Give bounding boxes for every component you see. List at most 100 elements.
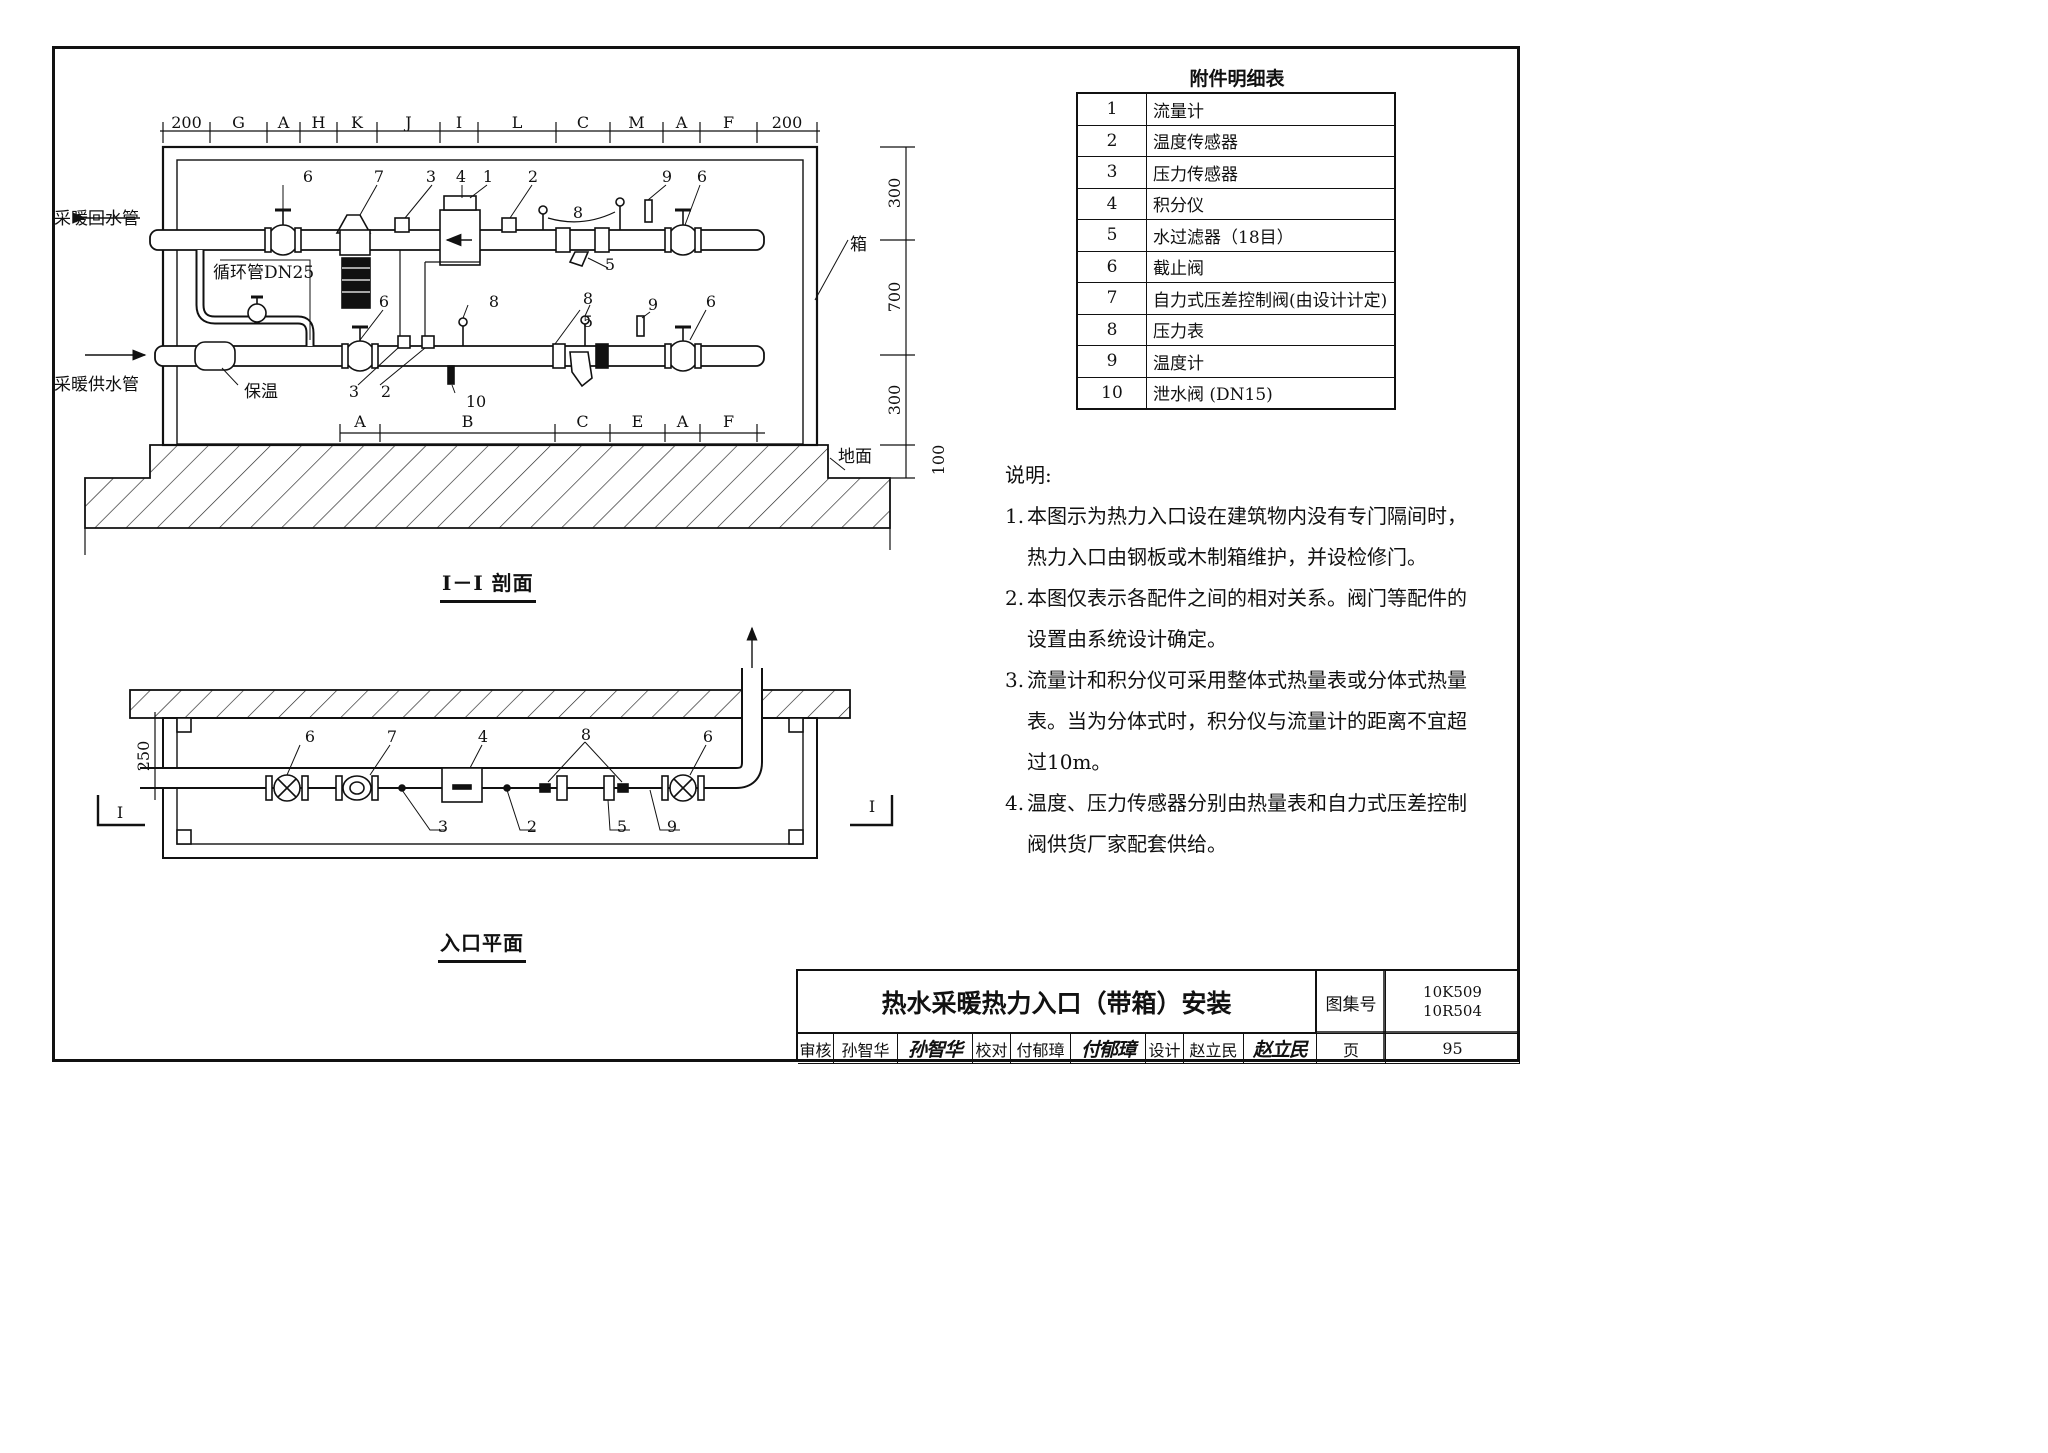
atlas-numbers: 10K509 10R504 xyxy=(1386,971,1520,1034)
callout: 8 xyxy=(581,725,591,744)
drawing-title: 热水采暖热力入口（带箱）安装 xyxy=(798,971,1317,1034)
page-label: 页 xyxy=(1317,1034,1386,1064)
plan-pipe xyxy=(140,668,761,787)
dimension-label: F xyxy=(723,412,734,431)
plan-view xyxy=(96,626,894,859)
parts-row-number: 1 xyxy=(1076,92,1147,126)
plan-filter-5-left xyxy=(556,775,568,801)
atlas-no-1: 10K509 xyxy=(1423,983,1482,1001)
dimension-label: A xyxy=(353,412,366,431)
section-mark-left-label: I xyxy=(117,803,123,822)
note-item: 1.本图示为热力入口设在建筑物内没有专门隔间时，热力入口由钢板或木制箱维护，并设… xyxy=(1005,496,1475,578)
pressure-sensor-3-lower xyxy=(397,335,411,349)
atlas-label: 图集号 xyxy=(1317,971,1386,1034)
insulation-label: 保温 xyxy=(244,382,278,402)
parts-table-title: 附件明细表 xyxy=(1189,68,1285,90)
dimension-label: B xyxy=(462,412,474,431)
parts-row-number: 7 xyxy=(1076,282,1147,315)
page-number: 95 xyxy=(1386,1034,1520,1064)
return-pipe-label: 采暖回水管 xyxy=(54,209,139,229)
parts-row-number: 2 xyxy=(1076,124,1147,157)
plan-dim-250: 250 xyxy=(134,741,153,772)
callout: 2 xyxy=(528,167,538,186)
temp-sensor-2-upper xyxy=(501,217,517,233)
drain-valve-10 xyxy=(447,365,455,385)
note-item: 4.温度、压力传感器分别由热量表和自力式压差控制阀供货厂家配套供给。 xyxy=(1005,783,1475,865)
dimension-label: G xyxy=(232,113,245,132)
dimension-label: A xyxy=(676,412,689,431)
note-text: 流量计和积分仪可采用整体式热量表或分体式热量表。当为分体式时，积分仪与流量计的距… xyxy=(1027,668,1467,774)
section-mark-right xyxy=(850,795,894,827)
callout: 1 xyxy=(483,167,493,186)
dimension-label: A xyxy=(675,113,688,132)
design-name: 赵立民 xyxy=(1184,1034,1244,1064)
title-block: 热水采暖热力入口（带箱）安装 图集号 10K509 10R504 审核 孙智华 … xyxy=(796,969,1520,1064)
plan-gauge-8-right xyxy=(617,783,629,793)
callout: 2 xyxy=(527,817,537,836)
right-dimension-labels: 300 700 300 100 xyxy=(885,178,948,476)
flowmeter-1 xyxy=(439,195,481,266)
filter-5-lower xyxy=(552,343,609,388)
callout: 6 xyxy=(706,292,716,311)
parts-row-name: 水过滤器（18目） xyxy=(1146,219,1396,252)
plan-texts: 250 I I 6 7 4 8 6 3 2 5 9 xyxy=(117,725,875,836)
parts-row-number: 9 xyxy=(1076,345,1147,378)
wall-slab xyxy=(129,689,851,719)
callout: 9 xyxy=(667,817,677,836)
callout: 7 xyxy=(374,167,384,186)
callout: 6 xyxy=(697,167,707,186)
note-text: 本图示为热力入口设在建筑物内没有专门隔间时，热力入口由钢板或木制箱维护，并设检修… xyxy=(1027,504,1467,569)
note-text: 本图仅表示各配件之间的相对关系。阀门等配件的设置由系统设计确定。 xyxy=(1027,586,1467,651)
parts-row-name: 截止阀 xyxy=(1146,250,1396,283)
plan-pipe-outline xyxy=(140,668,763,789)
note-number: 4. xyxy=(1005,791,1025,815)
dimension-label: F xyxy=(723,113,734,132)
valve-6-lower-right xyxy=(664,325,702,372)
callout: 9 xyxy=(648,295,658,314)
callout: 10 xyxy=(466,392,486,411)
pressure-sensor-3-upper xyxy=(394,217,410,233)
check-name: 付郁璋 xyxy=(1011,1034,1071,1064)
parts-row-name: 温度传感器 xyxy=(1146,124,1396,157)
parts-row-name: 温度计 xyxy=(1146,345,1396,378)
parts-row-name: 泄水阀 (DN15) xyxy=(1146,376,1396,410)
drawing-canvas: 采暖回水管 采暖供水管 循环管DN25 保温 箱 地面 200GAHKJILCM… xyxy=(54,113,1520,1062)
callout: 6 xyxy=(379,292,389,311)
title-block-lines xyxy=(1315,969,1520,1062)
parts-row-name: 自力式压差控制阀(由设计计定) xyxy=(1146,282,1396,315)
parts-row-number: 6 xyxy=(1076,250,1147,283)
plan-view-title: 入口平面 xyxy=(438,927,526,963)
parts-row-number: 10 xyxy=(1076,376,1147,410)
dimension-label: A xyxy=(277,113,290,132)
callout: 3 xyxy=(349,382,359,401)
section-view-title: I－I 剖面 xyxy=(440,567,536,603)
note-item: 2.本图仅表示各配件之间的相对关系。阀门等配件的设置由系统设计确定。 xyxy=(1005,578,1475,660)
callout: 3 xyxy=(426,167,436,186)
valve-6-bypass xyxy=(247,295,267,323)
atlas-no-2: 10R504 xyxy=(1422,1002,1482,1020)
note-number: 3. xyxy=(1005,668,1025,692)
pressure-gauge-8-lower-left xyxy=(458,317,468,346)
note-number: 2. xyxy=(1005,586,1025,610)
section-mark-left xyxy=(96,795,145,827)
supply-pipe-label: 采暖供水管 xyxy=(54,375,139,395)
supply-pipe xyxy=(154,345,765,367)
notes-heading: 说明: xyxy=(1005,463,1052,487)
box-inner xyxy=(176,159,804,445)
notes: 说明: 1.本图示为热力入口设在建筑物内没有专门隔间时，热力入口由钢板或木制箱维… xyxy=(1005,455,1475,865)
review-label: 审核 xyxy=(798,1034,834,1064)
pressure-gauge-8-upper xyxy=(538,197,625,230)
parts-row-name: 流量计 xyxy=(1146,92,1396,126)
parts-row-number: 5 xyxy=(1076,219,1147,252)
review-signature: 孙智华 xyxy=(898,1034,973,1064)
callout: 6 xyxy=(305,727,315,746)
parts-row-name: 压力表 xyxy=(1146,313,1396,346)
